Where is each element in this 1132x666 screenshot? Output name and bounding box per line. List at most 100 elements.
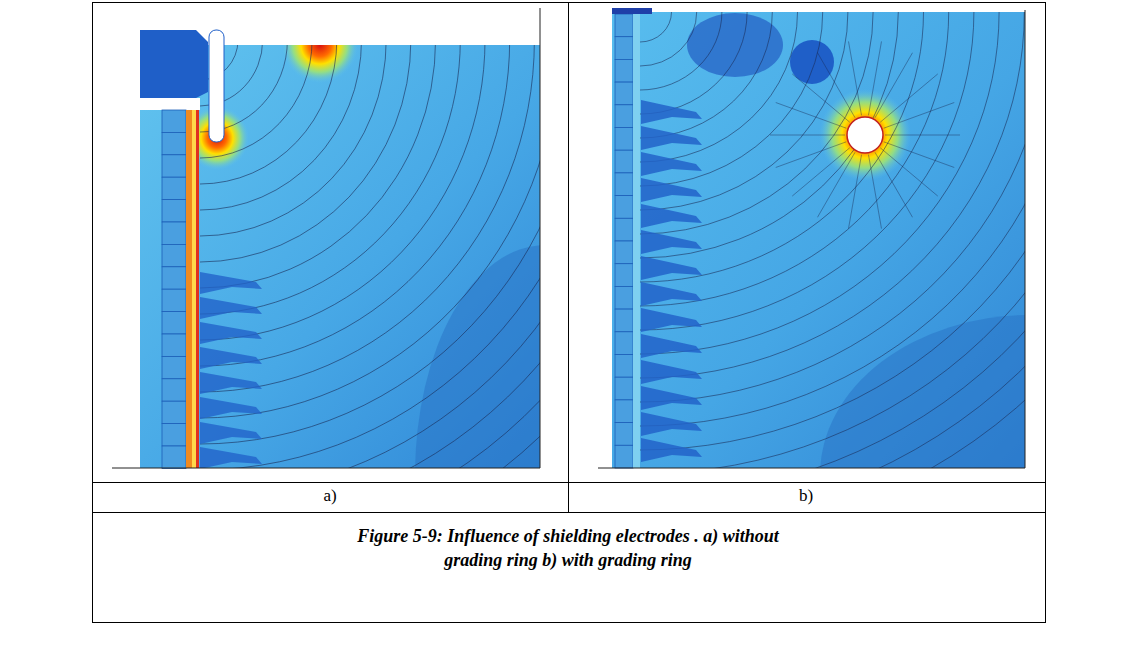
- equipotential-line: [200, 45, 540, 468]
- insulator-shed: [641, 204, 702, 228]
- insulator-shed: [641, 360, 702, 384]
- equipotential-line: [200, 45, 540, 468]
- field-line: [770, 135, 845, 136]
- insulator-segment: [615, 286, 633, 309]
- equipotential-line: [200, 45, 540, 444]
- insulator-shed: [641, 412, 702, 436]
- equipotential-line: [200, 45, 540, 418]
- insulator-segment: [162, 132, 186, 154]
- equipotential-line: [200, 45, 540, 468]
- insulator-segment: [162, 289, 186, 311]
- equipotential-line: [640, 12, 1025, 468]
- field-hotspot: [282, 45, 358, 83]
- top-electrode: [140, 30, 208, 98]
- equipotential-line: [640, 12, 1025, 468]
- insulator-segment: [162, 312, 186, 334]
- conductor-strip: [186, 110, 192, 468]
- conductor-strip: [633, 14, 640, 468]
- insulator-segment: [615, 105, 633, 128]
- insulator-shed: [641, 230, 702, 254]
- equipotential-line: [200, 45, 540, 468]
- insulator-shed: [641, 308, 702, 332]
- electrode-slot: [209, 30, 224, 142]
- insulator-segment: [615, 423, 633, 446]
- field-line: [818, 53, 856, 118]
- table-rule: [568, 2, 569, 512]
- equipotential-line: [640, 12, 1025, 450]
- field-line: [880, 74, 937, 122]
- field-line: [875, 53, 913, 118]
- field-line: [776, 103, 846, 129]
- low-field-region: [415, 245, 540, 468]
- equipotential-line: [640, 12, 672, 42]
- subfigure-label: a): [323, 486, 336, 506]
- insulator-segment: [615, 128, 633, 151]
- insulator-segment: [162, 222, 186, 244]
- insulator-segment: [615, 173, 633, 196]
- insulator-segment: [615, 400, 633, 423]
- field-line: [849, 155, 862, 229]
- insulator-segment: [162, 334, 186, 356]
- plot-frame: [540, 8, 541, 468]
- insulator-segment: [162, 424, 186, 446]
- insulator-segment: [615, 196, 633, 219]
- equipotential-line: [640, 12, 747, 114]
- equipotential-line: [640, 12, 722, 90]
- equipotential-line: [640, 12, 1025, 402]
- insulator-segment: [162, 401, 186, 423]
- insulator-shed: [200, 422, 262, 444]
- equipotential-line: [640, 12, 848, 210]
- insulator-segment: [615, 377, 633, 400]
- equipotential-line: [200, 45, 540, 468]
- field-line: [884, 103, 954, 129]
- equipotential-line: [200, 45, 540, 468]
- plot-frame: [1025, 10, 1026, 468]
- insulator-shed: [641, 334, 702, 358]
- plot-frame: [598, 468, 1025, 469]
- field-line: [884, 142, 954, 168]
- equipotential-line: [640, 12, 798, 162]
- insulator-segment: [162, 200, 186, 222]
- field-line: [868, 41, 881, 115]
- field-line: [792, 148, 849, 196]
- top-electrode: [612, 8, 652, 14]
- insulator-shed: [200, 372, 262, 394]
- equipotential-line: [640, 12, 873, 234]
- field-plot-b: [612, 12, 1025, 468]
- grading-ring: [847, 117, 883, 153]
- equipotential-line: [200, 45, 460, 314]
- insulator-segment: [615, 264, 633, 287]
- equipotential-line: [200, 45, 540, 468]
- equipotential-line: [640, 12, 1025, 468]
- low-field-region: [687, 13, 783, 77]
- equipotential-line: [200, 45, 540, 468]
- insulator-segment: [162, 379, 186, 401]
- insulator-segment: [162, 356, 186, 378]
- field-line: [885, 135, 960, 136]
- subfigure-label: b): [799, 486, 813, 506]
- plot-frame: [112, 468, 540, 469]
- insulator-segment: [162, 267, 186, 289]
- figure-caption: Figure 5-9: Influence of shielding elect…: [348, 524, 788, 573]
- insulator-segment: [615, 14, 633, 37]
- table-border: [93, 3, 1046, 623]
- insulator-segment: [615, 82, 633, 105]
- field-line: [875, 152, 913, 217]
- insulator-segment: [162, 446, 186, 468]
- insulator-segment: [162, 155, 186, 177]
- insulator-segment: [162, 177, 186, 199]
- insulator-segment: [615, 309, 633, 332]
- equipotential-line: [200, 45, 485, 340]
- equipotential-line: [640, 12, 823, 186]
- equipotential-line: [640, 12, 1025, 468]
- equipotential-line: [640, 12, 999, 354]
- insulator-shed: [641, 282, 702, 306]
- insulator-shed: [641, 126, 702, 150]
- insulator-segment: [162, 244, 186, 266]
- equipotential-line: [640, 12, 1025, 426]
- insulator-shed: [200, 397, 262, 419]
- insulator-shed: [641, 178, 702, 202]
- insulator-segment: [615, 59, 633, 82]
- insulator-shed: [641, 100, 702, 124]
- equipotential-line: [640, 12, 949, 306]
